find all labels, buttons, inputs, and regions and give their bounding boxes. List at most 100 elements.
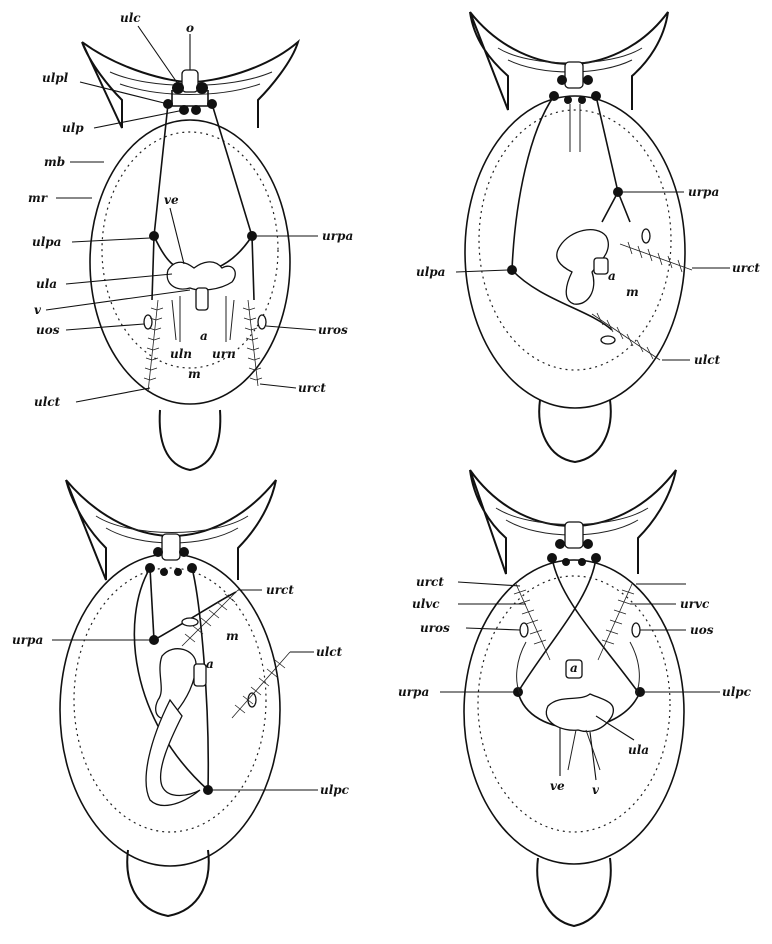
figure-4: urct ulvc uros urvc uos a urpa ulpc ula … [398, 470, 752, 926]
fig1-label-a: a [200, 329, 208, 343]
fig2-ctenidium-left [592, 313, 660, 360]
fig4-label-v: v [592, 783, 600, 797]
fig2-label-ulct: ulct [694, 353, 721, 367]
fig1-mantle-outer [90, 120, 290, 404]
fig2-anus [594, 258, 608, 274]
fig3-ctenidium-lower [232, 652, 290, 718]
fig4-label-ulvc: ulvc [412, 597, 440, 611]
fig1-label-ulpl: ulpl [42, 71, 69, 85]
fig1-label-uln: uln [170, 347, 192, 361]
fig4-label-uros: uros [420, 621, 450, 635]
fig1-label-urpa: urpa [322, 229, 353, 243]
fig2-tail [539, 400, 611, 462]
fig1-leader-uos [66, 324, 144, 330]
fig1-label-m: m [188, 367, 201, 381]
fig3-label-ulpc: ulpc [320, 783, 350, 797]
fig1-label-o: o [186, 21, 194, 35]
fig2-oesophagus [565, 62, 583, 88]
fig3-oesophagus [162, 534, 180, 560]
fig4-ganglion-left-pedal [562, 558, 570, 566]
fig4-label-urvc: urvc [680, 597, 710, 611]
fig2-visceral-loop [512, 270, 612, 330]
fig1-tail [160, 410, 221, 470]
fig3-ganglion-ulpc [203, 785, 213, 795]
fig2-nerve-right [596, 96, 618, 192]
fig1-leader-ulct [76, 388, 150, 402]
fig4-visceral-organ [546, 694, 613, 731]
fig3-ganglion-left-cerebral [153, 547, 163, 557]
fig2-ganglion-right-pedal [578, 96, 586, 104]
fig1-visceral-organ [167, 262, 235, 290]
fig4-tail [537, 858, 611, 926]
fig1-ganglion-right-cerebral [196, 82, 208, 94]
fig3-label-urct: urct [266, 583, 294, 597]
fig1-leader-ve [170, 208, 184, 264]
fig1-anus [196, 288, 208, 310]
fig2-ganglion-left-pedal [564, 96, 572, 104]
fig1-leader-v [46, 290, 190, 310]
fig3-osphradium-upper [182, 618, 198, 626]
fig4-label-urpa: urpa [398, 685, 429, 699]
fig1-label-mr: mr [28, 191, 49, 205]
fig4-label-ula: ula [628, 743, 649, 757]
fig4-osphradium-left [520, 623, 528, 637]
fig4-label-ulpc: ulpc [722, 685, 752, 699]
fig1-label-urct: urct [298, 381, 326, 395]
fig1-osphradium-right [258, 315, 266, 329]
fig4-ganglion-left-cerebral [555, 539, 565, 549]
fig3-ganglion-right-cerebral [179, 547, 189, 557]
fig3-label-ulct: ulct [316, 645, 343, 659]
fig3-anus [194, 664, 206, 686]
fig2-ctenidium-right [620, 242, 692, 272]
fig1-label-mb: mb [44, 155, 65, 169]
fig4-ganglion-right-cerebral [583, 539, 593, 549]
fig1-leader-ula [66, 274, 172, 284]
fig1-label-uos: uos [36, 323, 60, 337]
fig1-leader-ulpa [72, 238, 150, 242]
figure-1: ulc o ulpl ulp mb mr ve ulpa urpa ula v … [28, 11, 353, 470]
fig2-ganglion-right-cerebral [583, 75, 593, 85]
fig3-nerve-left [150, 568, 154, 640]
fig2-nerve-left [512, 96, 554, 270]
fig1-label-ula: ula [36, 277, 57, 291]
fig2-branch-right [602, 192, 630, 222]
fig1-label-urn: urn [212, 347, 236, 361]
fig1-oesophagus [182, 70, 198, 92]
fig1-leader-urct [260, 384, 296, 388]
fig2-osphradium-lower [601, 336, 615, 344]
fig4-leader-ula [596, 716, 634, 740]
fig2-label-urct: urct [732, 261, 760, 275]
fig1-label-ulp: ulp [62, 121, 84, 135]
fig2-label-urpa: urpa [688, 185, 719, 199]
fig4-label-ve: ve [550, 779, 565, 793]
fig1-label-v: v [34, 303, 42, 317]
fig1-leader-ulc [138, 26, 178, 84]
fig1-label-ulpa: ulpa [32, 235, 61, 249]
fig3-intestine [146, 700, 200, 805]
fig1-osphradium-left [144, 315, 152, 329]
fig3-head-outline [66, 480, 276, 580]
fig4-nerve-cross-b [518, 558, 596, 692]
fig4-leader-urct [458, 582, 520, 586]
fig4-ctenidium-right [598, 584, 634, 660]
fig4-nerve-tail [568, 730, 600, 770]
figure-3: urct urpa m ulct a ulpc [12, 480, 350, 916]
fig4-ctenidium-left [514, 584, 550, 660]
fig3-ganglion-right-pedal [174, 568, 182, 576]
fig1-label-ulct: ulct [34, 395, 61, 409]
fig1-label-ve: ve [164, 193, 179, 207]
fig2-pedal-cords [570, 104, 580, 152]
fig1-label-ulc: ulc [120, 11, 141, 25]
fig3-label-urpa: urpa [12, 633, 43, 647]
fig2-label-ulpa: ulpa [416, 265, 445, 279]
fig2-ganglion-left-cerebral [557, 75, 567, 85]
fig3-ganglion-left-pedal [160, 568, 168, 576]
fig4-label-a: a [570, 661, 578, 675]
fig2-label-a: a [608, 269, 616, 283]
fig3-label-a: a [206, 657, 214, 671]
fig4-label-uos: uos [690, 623, 714, 637]
fig1-leader-uros [266, 326, 316, 330]
fig2-label-m: m [626, 285, 639, 299]
fig1-ctenidium-left [144, 300, 163, 392]
